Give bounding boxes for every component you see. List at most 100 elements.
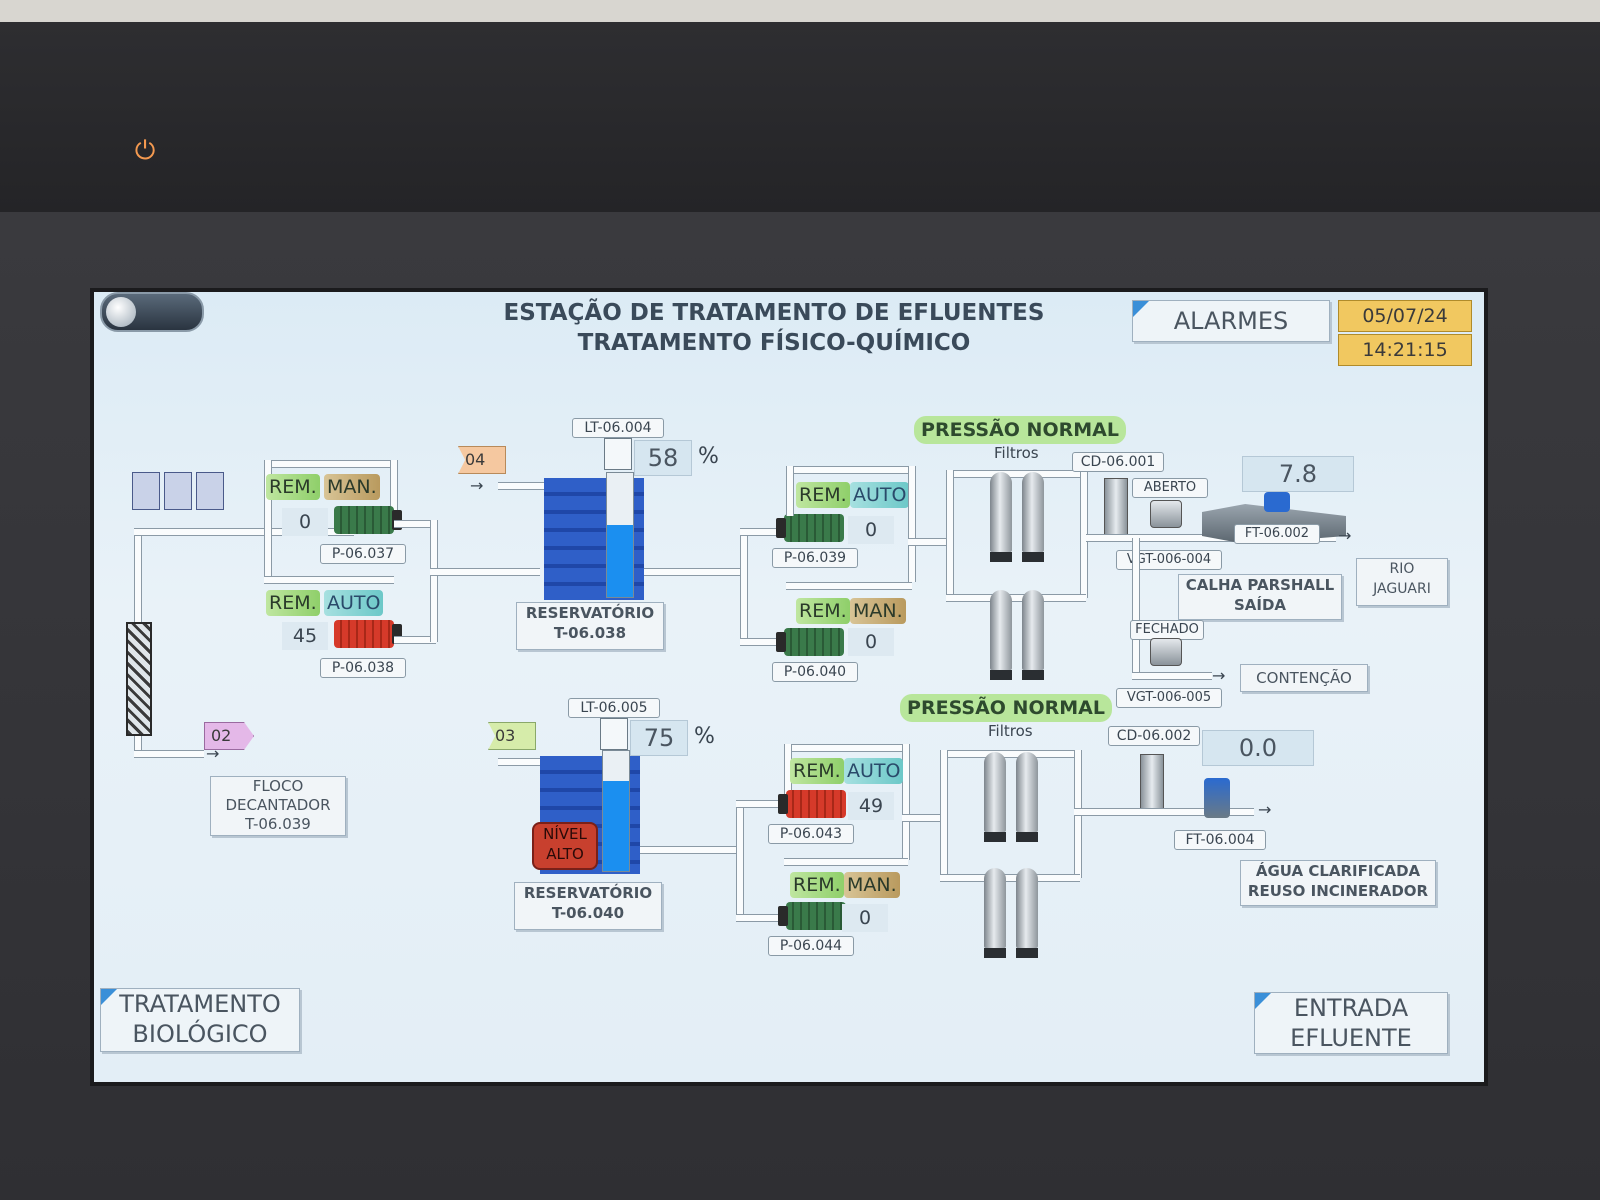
filters-label-bottom: Filtros [988,722,1033,740]
pipe [786,466,912,474]
pump-motor-icon[interactable] [334,506,402,534]
dosing-pump-icon[interactable] [164,472,192,510]
reservoir-tank-icon[interactable] [544,472,644,600]
pump-speed-value: 49 [848,792,894,820]
pipe [740,638,786,646]
mode-remote-chip[interactable]: REM. [790,758,844,784]
flow-arrow-icon: → [1338,526,1352,545]
nav-entrada-efluente-button[interactable]: ENTRADA EFLUENTE [1254,992,1448,1054]
filter-vessel-icon [990,472,1012,562]
mode-manual-chip[interactable]: MAN. [850,598,906,624]
pump-tag: P-06.044 [768,936,854,956]
alarms-label: ALARMES [1173,307,1289,335]
dosing-pump-icon[interactable] [132,472,160,510]
pipe [736,800,784,808]
pipe [1132,538,1140,678]
pump-speed-value: 0 [848,628,894,656]
pump-motor-icon[interactable] [778,790,846,818]
pipe [786,582,912,590]
mode-auto-chip[interactable]: AUTO [844,758,904,784]
pipe [264,576,394,584]
pipe [740,528,748,644]
filter-vessel-icon [984,868,1006,958]
corner-marker [101,989,117,1005]
mode-remote-chip[interactable]: REM. [790,872,844,898]
power-icon[interactable]: ⏻ [134,136,156,166]
filter-vessel-icon [990,590,1012,680]
toggle-knob [106,297,136,327]
mode-remote-chip[interactable]: REM. [266,590,320,616]
pump-motor-icon[interactable] [334,620,402,648]
pipe [946,470,954,598]
pump-tag: P-06.039 [772,548,858,568]
mode-auto-chip[interactable]: AUTO [324,590,384,616]
pump-tag: P-06.038 [320,658,406,678]
pipe [908,538,952,546]
corner-marker [1255,993,1271,1009]
pipe [784,858,908,866]
reservoir-label: RESERVATÓRIO T-06.038 [516,602,664,650]
pump-motor-icon[interactable] [776,628,844,656]
filter-vessel-icon [1016,868,1038,958]
pipe [902,814,946,822]
wall [0,0,1600,22]
tank-level-fill [603,781,629,871]
time-display: 14:21:15 [1338,334,1472,366]
pipe [736,914,784,922]
nav-tratamento-biologico-button[interactable]: TRATAMENTO BIOLÓGICO [100,988,300,1052]
pipe [784,744,908,752]
valve-tag: VGT-006-004 [1116,550,1222,570]
pipe [736,800,744,920]
pipe [940,750,1080,758]
hmi-screen: ESTAÇÃO DE TRATAMENTO DE EFLUENTES TRATA… [90,288,1488,1086]
pipe [264,460,394,468]
mode-remote-chip[interactable]: REM. [796,598,850,624]
flow-tag-ft002: FT-06.002 [1234,524,1320,544]
flow-meter-icon [1104,478,1128,536]
rio-jaguari-label: RIO JAGUARI [1356,558,1448,606]
cd-tag: CD-06.001 [1072,452,1164,472]
filter-vessel-icon [984,752,1006,842]
pipe [134,750,204,758]
flow-arrow-icon: → [470,476,484,495]
tank-level-unit: % [698,444,719,469]
corner-marker [1133,301,1149,317]
pump-speed-value: 0 [842,904,888,932]
mode-manual-chip[interactable]: MAN. [324,474,380,500]
flow-arrow-icon: → [1212,666,1226,685]
link-flag-04[interactable]: 04 [458,446,506,474]
level-sensor-icon [604,438,632,470]
pipe [430,520,438,642]
link-flag-02[interactable]: 02 [204,722,254,750]
pump-motor-icon[interactable] [776,514,844,542]
level-sensor-icon [1264,492,1290,512]
pump-speed-value: 0 [848,516,894,544]
link-flag-03[interactable]: 03 [488,722,536,750]
mode-remote-chip[interactable]: REM. [796,482,850,508]
tank-level-gauge [602,750,630,872]
valve-icon[interactable] [1150,500,1182,528]
pipe [908,466,916,582]
pipe [786,466,794,516]
floco-line-1: FLOCO [252,777,304,795]
toggle-switch[interactable] [100,292,204,332]
flow-value-ft002: 7.8 [1242,456,1354,492]
floco-line-3: T-06.039 [245,815,311,833]
flow-transmitter-icon [1204,778,1230,818]
mode-auto-chip[interactable]: AUTO [850,482,910,508]
mode-remote-chip[interactable]: REM. [266,474,320,500]
pump-tag: P-06.043 [768,824,854,844]
pump-tag: P-06.037 [320,544,406,564]
pipe [940,750,948,878]
mode-manual-chip[interactable]: MAN. [844,872,900,898]
pipe [940,874,1080,882]
valve-icon[interactable] [1150,638,1182,666]
tank-level-value: 58 [634,440,692,476]
pipe [946,470,1086,478]
floco-line-2: DECANTADOR [225,796,331,814]
level-transmitter-tag: LT-06.004 [572,418,664,438]
pump-motor-icon[interactable] [778,902,846,930]
alarms-button[interactable]: ALARMES [1132,300,1330,342]
dosing-pump-icon[interactable] [196,472,224,510]
device-top-bezel [0,22,1600,212]
